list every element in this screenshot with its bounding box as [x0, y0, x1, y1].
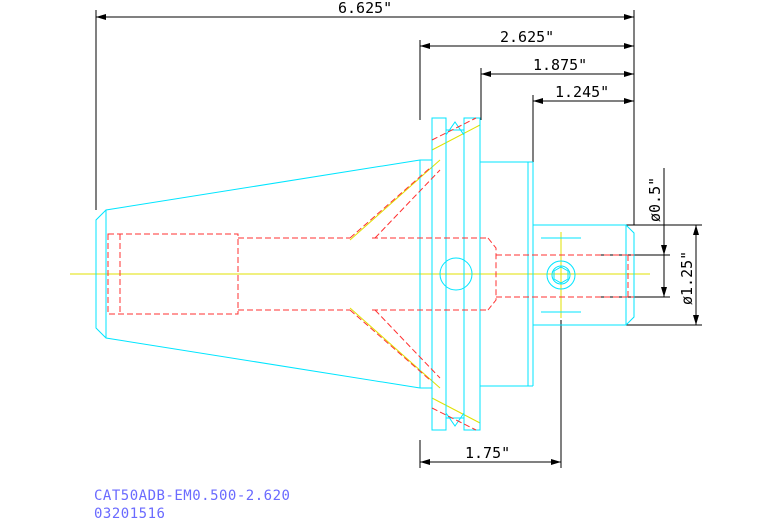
drive-slot-centerlines	[349, 124, 481, 424]
holder-outline	[95, 117, 635, 431]
dim-flange-to-end: 2.625"	[500, 28, 554, 46]
dim-flange-to-setscrew: 1.75"	[465, 444, 510, 462]
dim-bore-diameter: ø0.5"	[646, 177, 664, 222]
dimension-arrows	[96, 14, 699, 465]
dim-nose-length: 1.245"	[555, 83, 609, 101]
dim-overall-length: 6.625"	[338, 0, 392, 17]
part-code-label: 03201516	[94, 506, 166, 522]
dim-nose-diameter: ø1.25"	[678, 251, 696, 305]
dim-body-length: 1.875"	[533, 56, 587, 74]
part-number-label: CAT50ADB-EM0.500-2.620	[94, 488, 291, 504]
hidden-lines	[107, 117, 634, 431]
dimension-lines	[95, 10, 702, 468]
